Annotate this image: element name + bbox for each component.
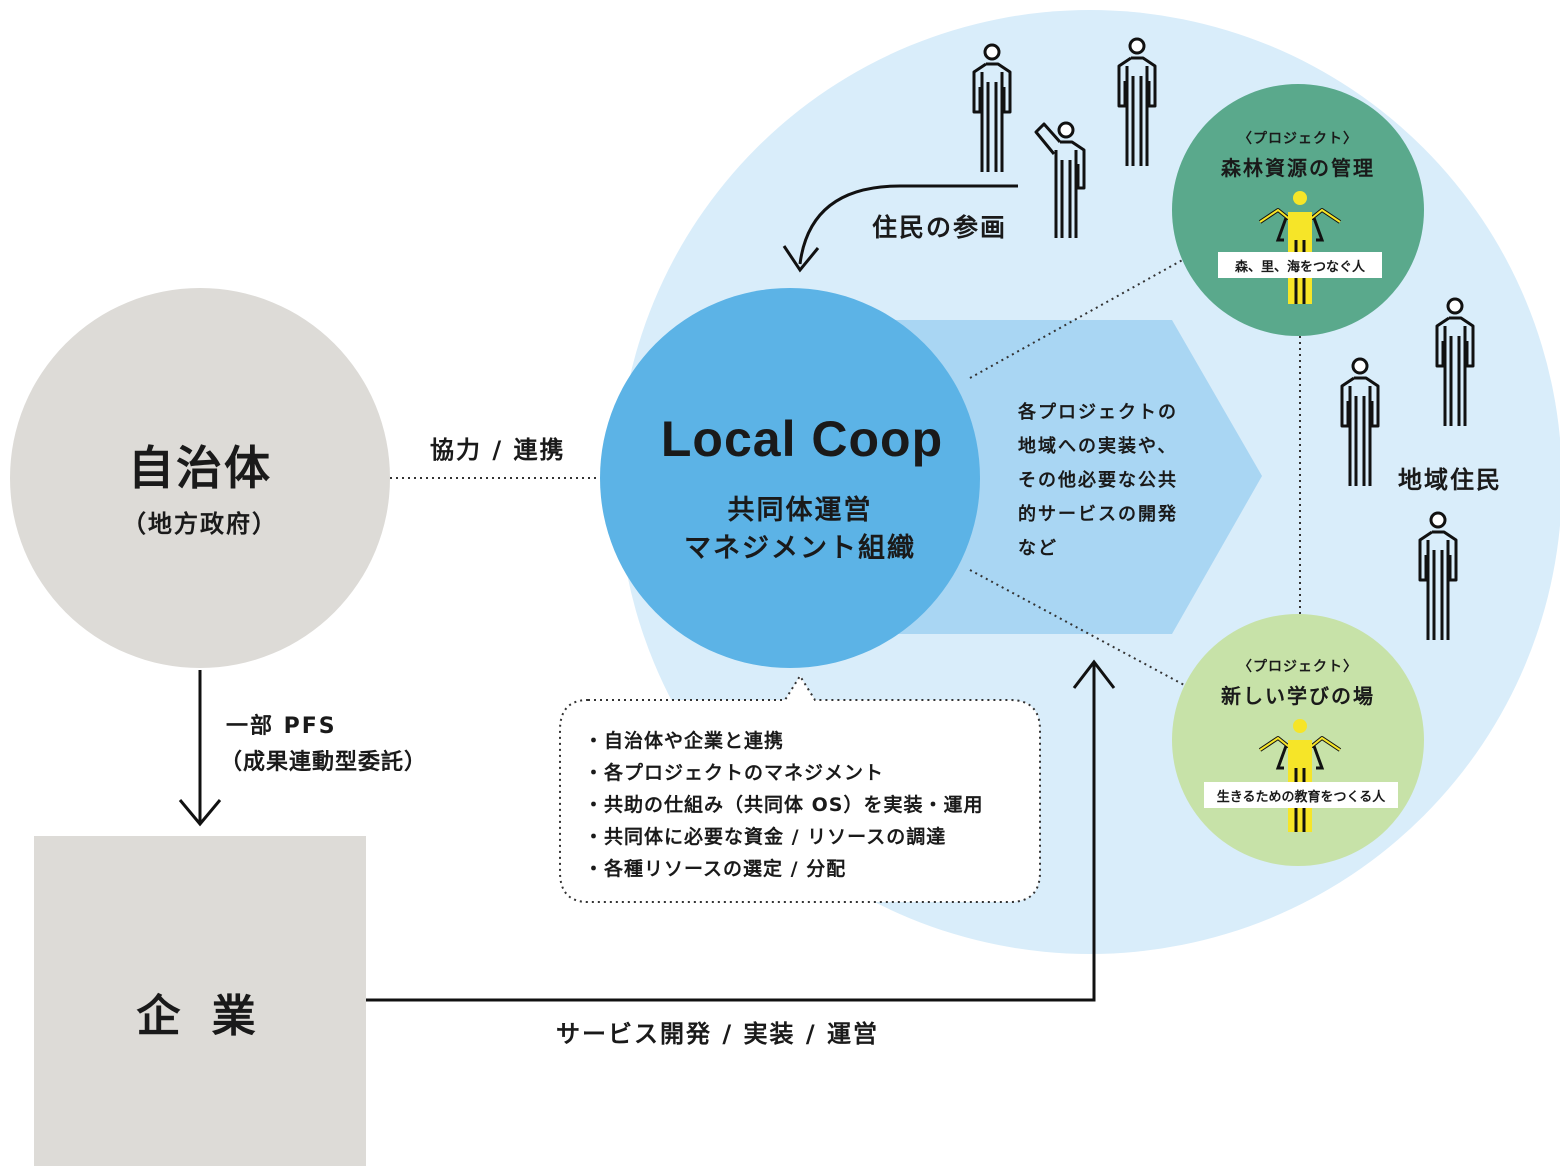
coop-to-learning-dotted-line — [969, 569, 1187, 687]
band-text-line: など — [1018, 538, 1058, 559]
local-coop-circle — [600, 288, 980, 668]
project-learning-tag: 〈プロジェクト〉 — [1238, 659, 1358, 675]
government-subtitle: （地方政府） — [122, 510, 278, 538]
band-text-line: 各プロジェクトの — [1018, 402, 1178, 423]
government-circle — [10, 288, 390, 668]
project-forest-title: 森林資源の管理 — [1221, 156, 1375, 180]
role-item: ・各種リソースの選定 / 分配 — [584, 858, 847, 880]
resident-participation-arrowhead — [782, 245, 820, 273]
government-title: 自治体 — [128, 441, 272, 495]
role-item: ・各プロジェクトのマネジメント — [584, 762, 885, 784]
role-item: ・自治体や企業と連携 — [584, 730, 785, 752]
band-text-line: 地域への実装や、 — [1018, 436, 1178, 457]
resident-participation-arrow — [798, 184, 1018, 265]
service-arrowhead — [1072, 659, 1116, 689]
learning-person-label-plate — [1204, 782, 1398, 808]
coop-to-forest-dotted-line — [969, 257, 1187, 379]
local-coop-subtitle-line1: 共同体運営 — [727, 495, 873, 526]
pfs-arrowhead — [178, 799, 222, 827]
implementation-arrow-band — [880, 320, 1262, 634]
resident-participation-label: 住民の参画 — [872, 213, 1008, 242]
pfs-label-line2: （成果連動型委託） — [220, 750, 428, 775]
local-coop-subtitle-line2: マネジメント組織 — [684, 533, 916, 564]
service-label: サービス開発 / 実装 / 運営 — [556, 1020, 879, 1048]
project-learning-person-label: 生きるための教育をつくる人 — [1216, 790, 1386, 805]
band-text-line: 的サービスの開発 — [1018, 504, 1178, 525]
local-coop-title: Local Coop — [660, 411, 944, 467]
residents-label: 地域住民 — [1398, 466, 1502, 494]
pfs-label-line1: 一部 PFS — [226, 714, 337, 739]
service-arrow-line — [366, 662, 1096, 1002]
project-forest-tag: 〈プロジェクト〉 — [1238, 131, 1358, 147]
resident-raising-hand-icon — [1034, 121, 1086, 238]
company-box — [34, 836, 366, 1166]
roles-callout-box — [559, 674, 1041, 903]
project-learning-title: 新しい学びの場 — [1221, 684, 1375, 708]
role-item: ・共助の仕組み（共同体 OS）を実装・運用 — [584, 794, 984, 816]
company-title: 企 業 — [136, 991, 264, 1042]
role-item: ・共同体に必要な資金 / リソースの調達 — [584, 826, 947, 848]
band-text-line: その他必要な公共 — [1018, 470, 1178, 491]
forest-person-label-plate — [1218, 252, 1382, 278]
cooperation-label: 協力 / 連携 — [430, 436, 566, 464]
project-forest-person-label: 森、里、海をつなぐ人 — [1234, 260, 1366, 275]
